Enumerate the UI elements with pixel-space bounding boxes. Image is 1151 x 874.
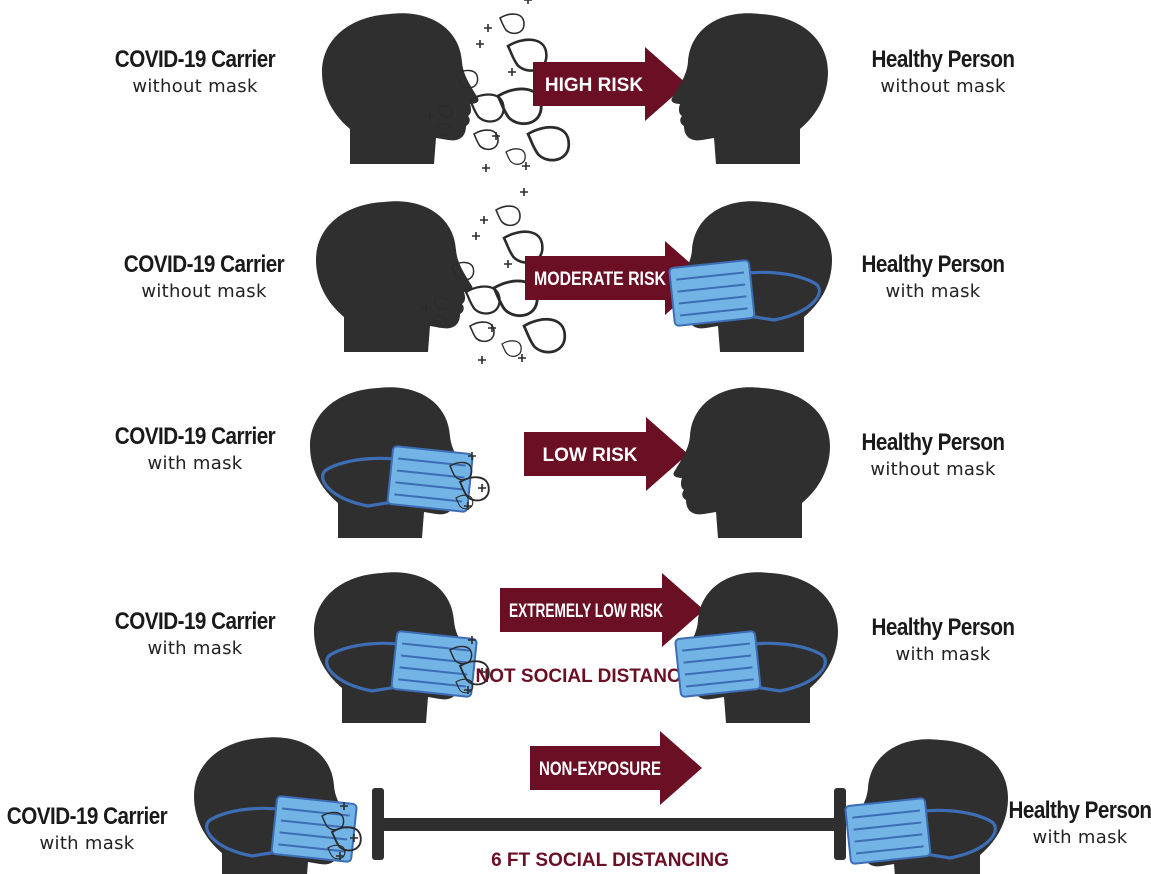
carrier-head-row3 — [310, 387, 474, 538]
carrier-title: COVID-19 Carrier — [114, 608, 276, 635]
healthy-mask-status: without mask — [870, 459, 996, 480]
carrier-mask-status: without mask — [132, 76, 258, 97]
droplet-icon — [473, 129, 499, 151]
carrier-mask-status: without mask — [141, 281, 267, 302]
distance-bar-icon — [372, 788, 846, 860]
droplet-icon — [522, 317, 567, 354]
risk-arrow-row2: MODERATE RISK — [525, 241, 707, 315]
healthy-title: Healthy Person — [861, 429, 1005, 456]
risk-level-label: EXTREMELY LOW RISK — [509, 601, 663, 622]
healthy-head-row4 — [674, 572, 838, 723]
healthy-label-row2: Healthy Person with mask — [813, 250, 1053, 304]
risk-level-label: NON-EXPOSURE — [539, 759, 661, 780]
mask-strap — [729, 641, 827, 693]
carrier-title: COVID-19 Carrier — [114, 46, 276, 73]
healthy-mask-status: with mask — [895, 644, 991, 665]
droplet-icon — [505, 148, 526, 165]
mask-strap — [205, 806, 303, 858]
carrier-label-row1: COVID-19 Carrier without mask — [75, 45, 315, 99]
risk-level-label: HIGH RISK — [545, 75, 643, 96]
mask-strap — [321, 456, 419, 508]
carrier-title: COVID-19 Carrier — [114, 423, 276, 450]
healthy-title: Healthy Person — [861, 251, 1005, 278]
distance-bar-line — [378, 818, 840, 831]
risk-level-label: MODERATE RISK — [534, 269, 666, 290]
risk-arrow-row4: EXTREMELY LOW RISK — [500, 573, 704, 647]
healthy-mask-status: with mask — [885, 281, 981, 302]
plus-icon — [477, 355, 487, 365]
carrier-label-row4: COVID-19 Carrier with mask — [75, 607, 315, 661]
healthy-label-row3: Healthy Person without mask — [813, 428, 1053, 482]
carrier-head-row5 — [194, 737, 358, 874]
healthy-label-row1: Healthy Person without mask — [823, 45, 1063, 99]
healthy-label-row4: Healthy Person with mask — [823, 613, 1063, 667]
plus-icon — [477, 483, 487, 493]
healthy-label-row5: Healthy Person with mask — [960, 796, 1151, 850]
healthy-title: Healthy Person — [871, 614, 1015, 641]
carrier-label-row5: COVID-19 Carrier with mask — [0, 802, 207, 856]
healthy-head-row2 — [668, 201, 832, 352]
plus-icon — [487, 323, 497, 333]
mask-strap — [723, 270, 821, 322]
carrier-mask-status: with mask — [147, 638, 243, 659]
healthy-head-row3 — [673, 387, 830, 538]
head-silhouette-icon — [673, 387, 830, 538]
distancing-note-row4: NOT SOCIAL DISTANCING — [476, 666, 715, 687]
droplet-icon — [499, 13, 525, 35]
carrier-title: COVID-19 Carrier — [123, 251, 285, 278]
risk-arrow-icon — [530, 731, 702, 805]
healthy-head-row1 — [671, 13, 828, 164]
plus-icon — [521, 161, 531, 171]
plus-icon — [503, 259, 513, 269]
healthy-title: Healthy Person — [1008, 797, 1151, 824]
head-silhouette-icon — [671, 13, 828, 164]
face-mask-icon — [674, 629, 762, 699]
risk-arrow-icon — [533, 47, 687, 121]
carrier-mask-status: with mask — [147, 453, 243, 474]
plus-icon — [471, 231, 481, 241]
droplet-icon — [495, 205, 521, 227]
plus-icon — [479, 215, 489, 225]
risk-arrow-row5: NON-EXPOSURE — [530, 731, 702, 805]
mask-strap — [899, 808, 997, 860]
risk-arrow-icon — [500, 573, 704, 647]
plus-icon — [517, 353, 527, 363]
carrier-mask-status: with mask — [39, 833, 135, 854]
risk-arrow-row3: LOW RISK — [524, 417, 688, 491]
plus-icon — [507, 67, 517, 77]
healthy-mask-status: without mask — [880, 76, 1006, 97]
carrier-title: COVID-19 Carrier — [6, 803, 168, 830]
distancing-note-row5: 6 FT SOCIAL DISTANCING — [491, 850, 729, 871]
plus-icon — [483, 23, 493, 33]
healthy-mask-status: with mask — [1032, 827, 1128, 848]
droplet-icon — [526, 125, 571, 162]
plus-icon — [481, 163, 491, 173]
head-silhouette-icon — [316, 201, 473, 352]
risk-level-label: LOW RISK — [543, 445, 638, 466]
plus-icon — [491, 131, 501, 141]
face-mask-icon — [844, 796, 932, 866]
healthy-head-row5 — [844, 739, 1008, 874]
carrier-head-row1 — [322, 13, 479, 164]
carrier-label-row2: COVID-19 Carrier without mask — [84, 250, 324, 304]
droplet-icon — [501, 340, 522, 357]
plus-icon — [523, 0, 533, 5]
plus-icon — [519, 187, 529, 197]
carrier-head-row4 — [314, 572, 478, 723]
plus-icon — [475, 39, 485, 49]
risk-arrow-row1: HIGH RISK — [533, 47, 687, 121]
carrier-head-row2 — [316, 201, 473, 352]
mask-strap — [325, 641, 423, 693]
healthy-title: Healthy Person — [871, 46, 1015, 73]
droplet-icon — [469, 321, 495, 343]
head-silhouette-icon — [322, 13, 479, 164]
face-mask-icon — [668, 258, 756, 328]
risk-arrow-icon — [524, 417, 688, 491]
carrier-label-row3: COVID-19 Carrier with mask — [75, 422, 315, 476]
risk-arrow-icon — [525, 241, 707, 315]
